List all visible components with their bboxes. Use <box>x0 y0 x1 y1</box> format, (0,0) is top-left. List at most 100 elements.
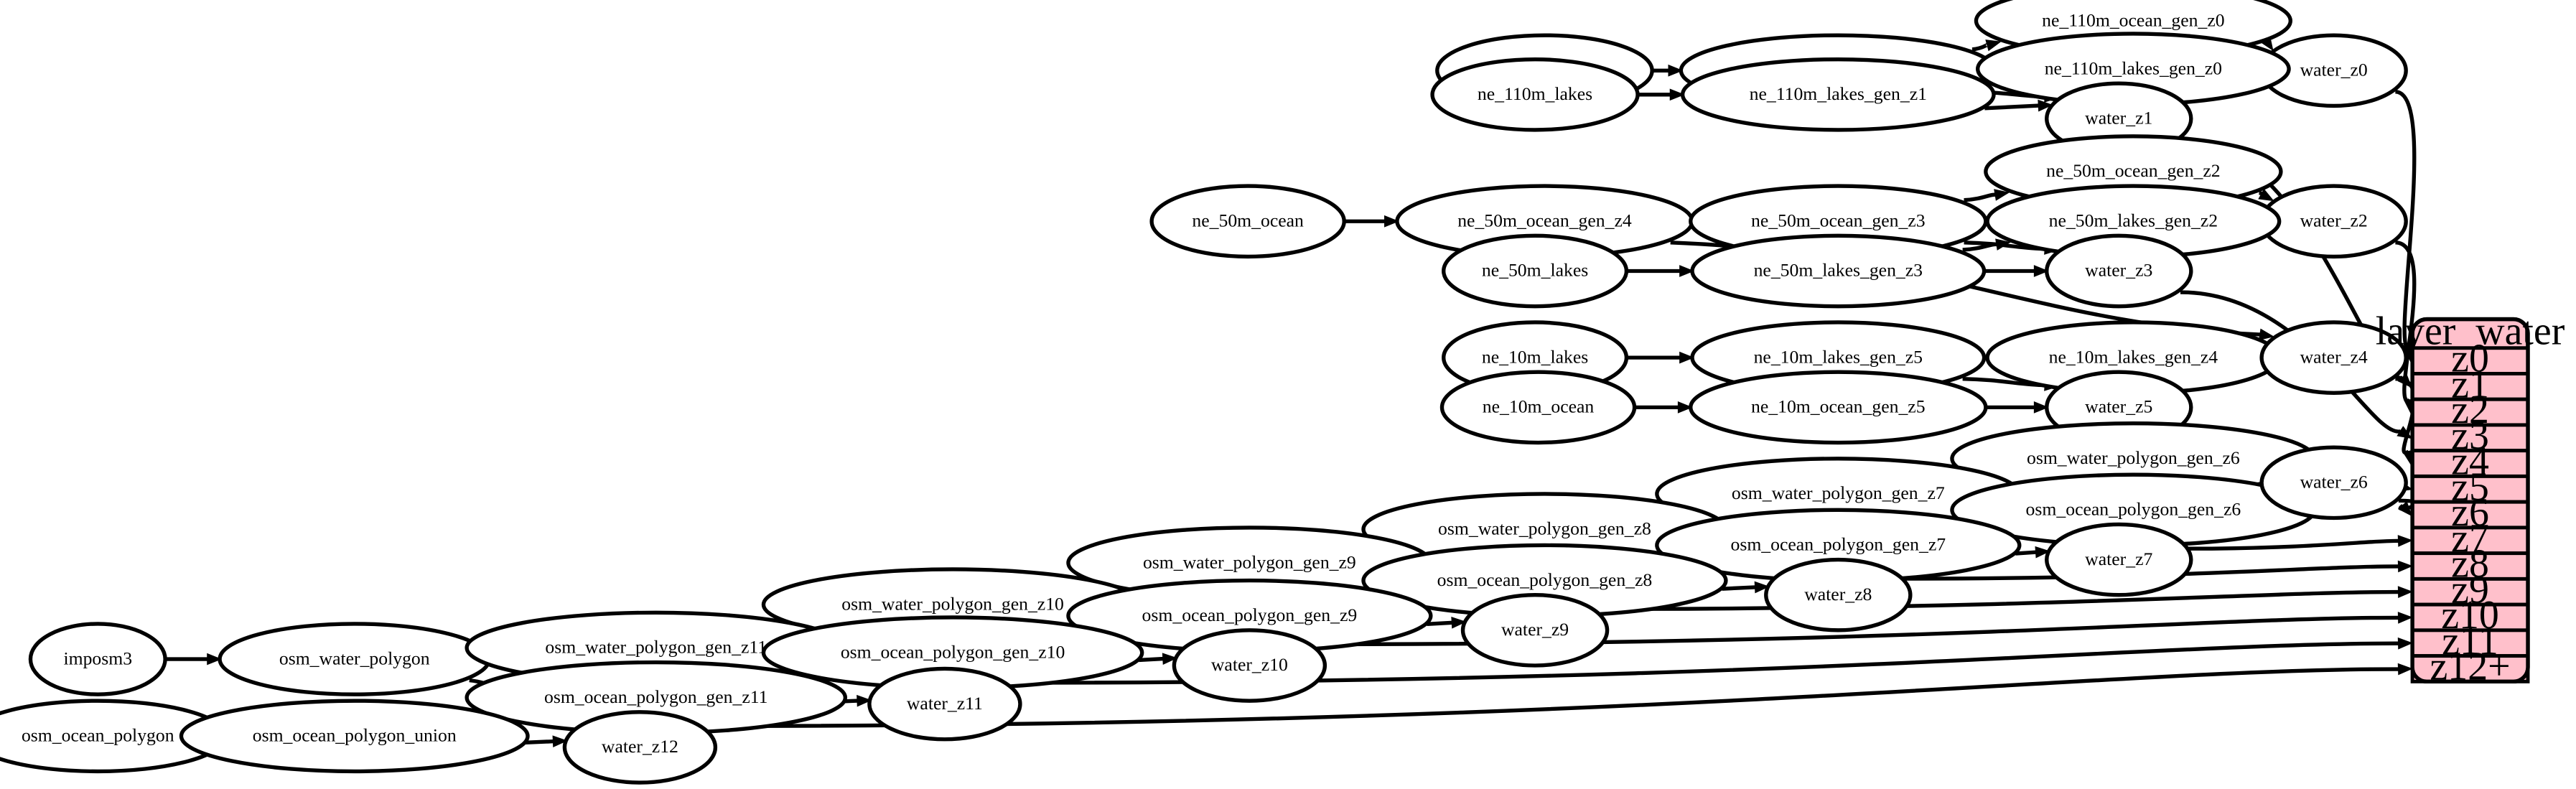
graph-node-ne_110m_lakes[interactable]: ne_110m_lakes <box>1430 57 1640 132</box>
graph-edge-osm_ocean_polygon_gen_z9-to-water_z9 <box>1427 620 1453 627</box>
graph-node-water_z2[interactable]: water_z2 <box>2259 184 2408 259</box>
graph-node-osm_water_polygon[interactable]: osm_water_polygon <box>218 622 492 696</box>
layer-water-row-z3[interactable] <box>2410 423 2530 453</box>
graph-node-water_z6[interactable]: water_z6 <box>2259 445 2408 520</box>
graph-edge-osm_ocean_polygon_gen_z7-to-water_z7 <box>2015 550 2037 556</box>
graph-node-water_z12[interactable]: water_z12 <box>562 710 718 785</box>
node-label: osm_ocean_polygon_gen_z11 <box>544 686 768 707</box>
graph-node-osm_water_polygon_gen_z8[interactable]: osm_water_polygon_gen_z8 <box>1361 492 1728 566</box>
arrowhead-icon <box>1754 581 1770 594</box>
node-label: water_z7 <box>2085 548 2152 569</box>
arrowhead-icon <box>1994 189 2010 201</box>
arrowhead-icon <box>1668 64 1684 77</box>
layer-water-table-outline <box>2410 317 2530 684</box>
node-label: water_z2 <box>2300 210 2368 230</box>
graph-edge-ne_110m_lakes_gen_z1-to-water_z1 <box>1984 103 2040 111</box>
node-label: water_z3 <box>2085 260 2152 281</box>
node-label: water_z4 <box>2300 346 2368 367</box>
graph-node-water_z3[interactable]: water_z3 <box>2045 233 2193 309</box>
node-label: osm_ocean_polygon_union <box>253 725 457 746</box>
arrowhead-icon <box>2035 546 2050 559</box>
arrowhead-icon <box>1995 238 2012 251</box>
arrowhead-icon <box>2397 586 2413 598</box>
graph-node-water_z9[interactable]: water_z9 <box>1460 593 1610 668</box>
graph-node-water_z10[interactable]: water_z10 <box>1172 628 1327 703</box>
graph-edge-water_z11-to-layer_water-z11 <box>1009 641 2399 685</box>
node-label: osm_water_polygon_gen_z8 <box>1438 518 1651 538</box>
node-label: osm_ocean_polygon_gen_z7 <box>1730 534 1946 555</box>
arrowhead-icon <box>1679 265 1695 277</box>
node-label: osm_water_polygon <box>279 648 430 668</box>
node-label: imposm3 <box>63 648 132 668</box>
graph-node-osm_ocean_polygon_gen_z10[interactable]: osm_ocean_polygon_gen_z10 <box>761 615 1144 690</box>
node-shape <box>179 699 530 774</box>
node-label: osm_ocean_polygon <box>22 725 174 746</box>
node-label: ne_110m_ocean_gen_z0 <box>2042 9 2224 30</box>
graph-node-osm_ocean_polygon_gen_z8[interactable]: osm_ocean_polygon_gen_z8 <box>1361 543 1728 618</box>
node-shape <box>1172 628 1327 703</box>
graph-node-osm_ocean_polygon_gen_z7[interactable]: osm_ocean_polygon_gen_z7 <box>1655 508 2022 583</box>
node-shape <box>562 710 718 785</box>
graph-node-imposm3[interactable]: imposm3 <box>28 622 167 696</box>
graph-node-osm_ocean_polygon_union[interactable]: osm_ocean_polygon_union <box>179 699 530 774</box>
node-shape <box>1442 233 1629 309</box>
node-shape <box>867 666 1022 742</box>
node-label: water_z6 <box>2300 472 2368 492</box>
graph-node-osm_water_polygon_gen_z6[interactable]: osm_water_polygon_gen_z6 <box>1950 421 2317 496</box>
arrowhead-icon <box>1669 88 1685 101</box>
arrowhead-icon <box>2258 188 2274 202</box>
graph-node-ne_50m_lakes_gen_z3[interactable]: ne_50m_lakes_gen_z3 <box>1690 233 1987 309</box>
node-label: ne_110m_lakes_gen_z0 <box>2045 57 2222 78</box>
graph-node-ne_10m_ocean[interactable]: ne_10m_ocean <box>1439 370 1637 445</box>
graph-node-water_z4[interactable]: water_z4 <box>2259 320 2408 395</box>
nodes-layer: ne_110m_oceanne_110m_ocean_gen_z1ne_110m… <box>0 0 2408 785</box>
node-label: ne_10m_ocean_gen_z5 <box>1751 396 1926 417</box>
graph-edge-osm_ocean_polygon_union-to-water_z12 <box>525 739 554 744</box>
node-label: osm_water_polygon_gen_z10 <box>841 593 1064 614</box>
graph-node-ne_10m_lakes_gen_z4[interactable]: ne_10m_lakes_gen_z4 <box>1985 320 2282 395</box>
graph-edge-ne_110m_ocean_gen_z1-to-ne_110m_ocean_gen_z0 <box>1971 42 1990 52</box>
node-label: ne_110m_lakes <box>1478 83 1592 104</box>
graph-node-ne_50m_lakes_gen_z2[interactable]: ne_50m_lakes_gen_z2 <box>1985 184 2282 259</box>
graph-node-ne_110m_lakes_gen_z1[interactable]: ne_110m_lakes_gen_z1 <box>1680 57 1996 132</box>
layer-water-table: layer_waterz0z1z2z3z4z5z6z7z8z9z10z11z12… <box>2376 309 2565 689</box>
node-shape <box>2045 522 2193 597</box>
node-label: osm_water_polygon_gen_z7 <box>1732 482 1945 503</box>
node-label: water_z8 <box>1804 584 1872 604</box>
node-label: osm_water_polygon_gen_z11 <box>545 637 767 658</box>
node-label: osm_water_polygon_gen_z9 <box>1143 551 1356 572</box>
graph-edge-osm_ocean_polygon_gen_z10-to-water_z10 <box>1139 656 1164 663</box>
graph-edge-ne_50m_ocean_gen_z3-to-ne_50m_ocean_gen_z2 <box>1964 192 1997 202</box>
arrowhead-icon <box>2033 401 2049 414</box>
node-label: ne_110m_lakes_gen_z1 <box>1750 83 1927 104</box>
arrowhead-icon <box>857 694 872 707</box>
arrowhead-icon <box>552 735 568 748</box>
arrowhead-icon <box>1162 653 1178 665</box>
node-label: ne_10m_lakes <box>1482 346 1588 367</box>
arrowhead-icon <box>1384 215 1399 228</box>
graph-node-water_z8[interactable]: water_z8 <box>1764 557 1913 632</box>
node-label: ne_50m_ocean <box>1192 210 1304 230</box>
arrowhead-icon <box>1679 351 1695 364</box>
arrowhead-icon <box>207 653 223 666</box>
graph-node-water_z7[interactable]: water_z7 <box>2045 522 2193 597</box>
graph-node-osm_ocean_polygon_gen_z11[interactable]: osm_ocean_polygon_gen_z11 <box>465 660 848 735</box>
graph-node-osm_ocean_polygon_gen_z9[interactable]: osm_ocean_polygon_gen_z9 <box>1066 578 1433 653</box>
node-label: ne_10m_ocean <box>1483 396 1595 417</box>
graph-node-osm_ocean_polygon[interactable]: osm_ocean_polygon <box>0 699 228 774</box>
graph-node-ne_50m_lakes[interactable]: ne_50m_lakes <box>1442 233 1629 309</box>
graph-edge-osm_ocean_polygon_gen_z8-to-water_z8 <box>1722 585 1756 591</box>
arrowhead-icon <box>2397 612 2413 624</box>
node-label: water_z0 <box>2300 60 2368 80</box>
graph-node-ne_10m_ocean_gen_z5[interactable]: ne_10m_ocean_gen_z5 <box>1689 370 1988 445</box>
node-label: osm_ocean_polygon_gen_z8 <box>1437 569 1653 590</box>
graph-node-water_z11[interactable]: water_z11 <box>867 666 1022 742</box>
graph-node-ne_50m_ocean[interactable]: ne_50m_ocean <box>1149 184 1346 259</box>
node-label: ne_10m_lakes_gen_z4 <box>2049 346 2218 367</box>
graph-node-ne_110m_lakes_gen_z0[interactable]: ne_110m_lakes_gen_z0 <box>1975 32 2291 106</box>
arrowhead-icon <box>1451 616 1467 629</box>
arrowhead-icon <box>1985 39 2002 52</box>
node-label: water_z12 <box>602 736 678 757</box>
node-shape <box>1689 370 1988 445</box>
